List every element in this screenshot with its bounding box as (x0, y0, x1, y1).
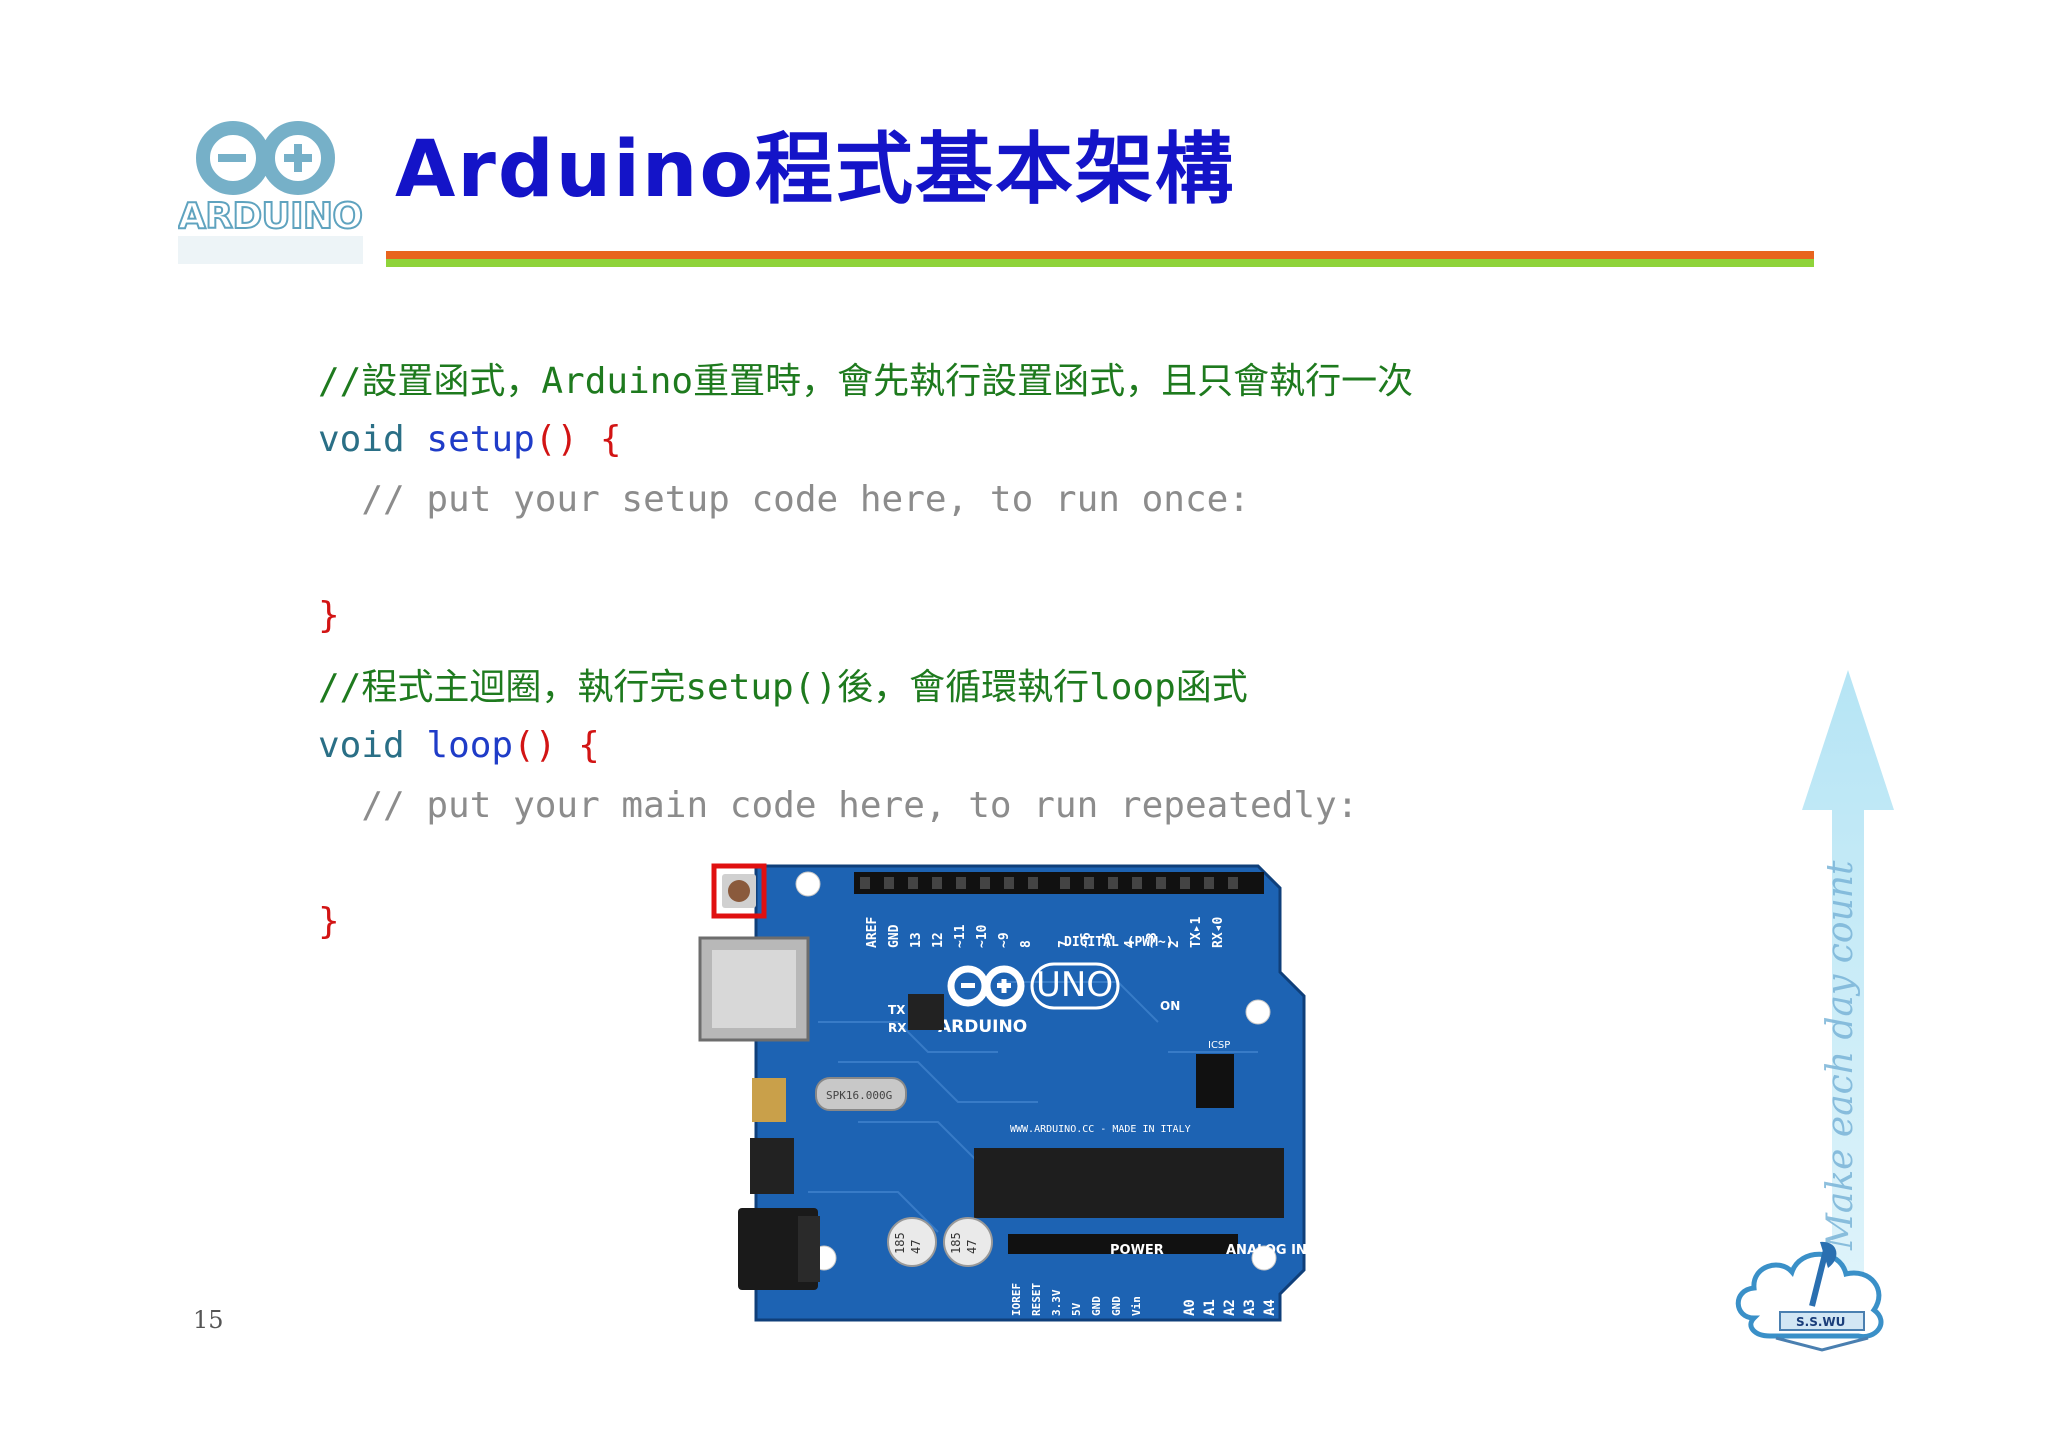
capacitor-label: 47 (965, 1240, 979, 1254)
close-brace: } (318, 595, 340, 636)
pin-label: 2 (1167, 940, 1182, 948)
icsp-label: ICSP (1208, 1040, 1230, 1051)
pin-label: 5V (1070, 1302, 1083, 1316)
parens: () (513, 725, 557, 766)
pin-label: 13 (909, 932, 924, 948)
capacitor-label: 185 (949, 1232, 963, 1254)
pin-label: IOREF (1010, 1283, 1023, 1316)
open-brace: { (578, 725, 600, 766)
pin-label: TX▸1 (1189, 917, 1204, 948)
up-arrow-icon (1802, 670, 1894, 1280)
pin-label: GND (1110, 1296, 1123, 1316)
rx-label: RX (888, 1021, 907, 1035)
pin-label: Vin (1130, 1296, 1143, 1316)
board-model: UNO (1036, 965, 1113, 1005)
slide-title: Arduino程式基本架構 (395, 125, 1236, 215)
arduino-uno-board: AREF GND 13 12 ~11 ~10 ~9 8 7 ~6 ~5 4 ~3… (698, 863, 1307, 1322)
keyword-void: void (318, 419, 405, 460)
code-comment-setup: //設置函式，Arduino重置時，會先執行設置函式，且只會執行一次 (318, 361, 1414, 402)
power-label: POWER (1110, 1243, 1164, 1258)
pin-label: ~6 (1079, 932, 1094, 948)
reset-button-highlight (711, 863, 767, 919)
logo-text: ARDUINO (178, 196, 363, 237)
title-rule-orange (386, 251, 1814, 259)
pin-label: GND (1090, 1296, 1103, 1316)
pin-label: 4 (1123, 940, 1138, 948)
board-brand: ARDUINO (938, 1017, 1027, 1037)
code-comment-setup-body: // put your setup code here, to run once… (318, 479, 1250, 520)
pin-label: 12 (931, 932, 946, 948)
open-brace: { (599, 419, 622, 460)
pin-label: A1 (1202, 1299, 1218, 1316)
motto-text: Make each day count (1820, 860, 1861, 1250)
crystal-label: SPK16.000G (826, 1089, 892, 1102)
page-number: 15 (193, 1306, 224, 1334)
code-setup-signature: void setup() { (318, 418, 622, 462)
keyword-void: void (318, 725, 405, 766)
capacitor-label: 47 (909, 1240, 923, 1254)
pin-label: ~5 (1101, 932, 1116, 948)
code-loop-signature: void loop() { (318, 724, 600, 768)
made-in-label: WWW.ARDUINO.CC - MADE IN ITALY (1010, 1124, 1191, 1135)
pin-label: GND (887, 924, 902, 948)
pin-label: 7 (1057, 940, 1072, 948)
badge-text: S.S.WU (1796, 1315, 1845, 1329)
pin-label: A4 (1262, 1299, 1278, 1316)
title-rule-green (386, 259, 1814, 267)
pin-label: 3.3V (1050, 1289, 1063, 1316)
pin-label: AREF (865, 917, 880, 948)
parens: () (534, 419, 579, 460)
code-comment-loop: //程式主迴圈，執行完setup()後，會循環執行loop函式 (318, 667, 1248, 708)
function-name-loop: loop (426, 725, 514, 766)
close-brace: } (318, 901, 340, 942)
capacitor-label: 185 (893, 1232, 907, 1254)
pin-label: RESET (1030, 1283, 1043, 1316)
arduino-logo: ARDUINO (178, 121, 364, 264)
tx-label: TX (888, 1003, 906, 1017)
digital-label: DIGITAL (PWM~) (1064, 935, 1174, 950)
pin-label: ~11 (953, 924, 968, 948)
pin-label: A3 (1242, 1299, 1258, 1316)
analog-label: ANALOG IN (1226, 1243, 1307, 1258)
pin-label: A5 (1282, 1299, 1298, 1316)
on-label: ON (1160, 999, 1180, 1013)
pin-label: 8 (1019, 940, 1034, 948)
pin-label: ~9 (997, 932, 1012, 948)
pin-label: A2 (1222, 1299, 1238, 1316)
pin-label: RX◂0 (1211, 917, 1226, 948)
pin-label: A0 (1182, 1299, 1198, 1316)
cloud-book-badge: S.S.WU (1735, 1241, 1884, 1352)
pin-label: ~3 (1145, 932, 1160, 948)
code-comment-loop-body: // put your main code here, to run repea… (318, 785, 1359, 826)
function-name-setup: setup (426, 419, 535, 460)
pin-label: ~10 (975, 924, 990, 948)
